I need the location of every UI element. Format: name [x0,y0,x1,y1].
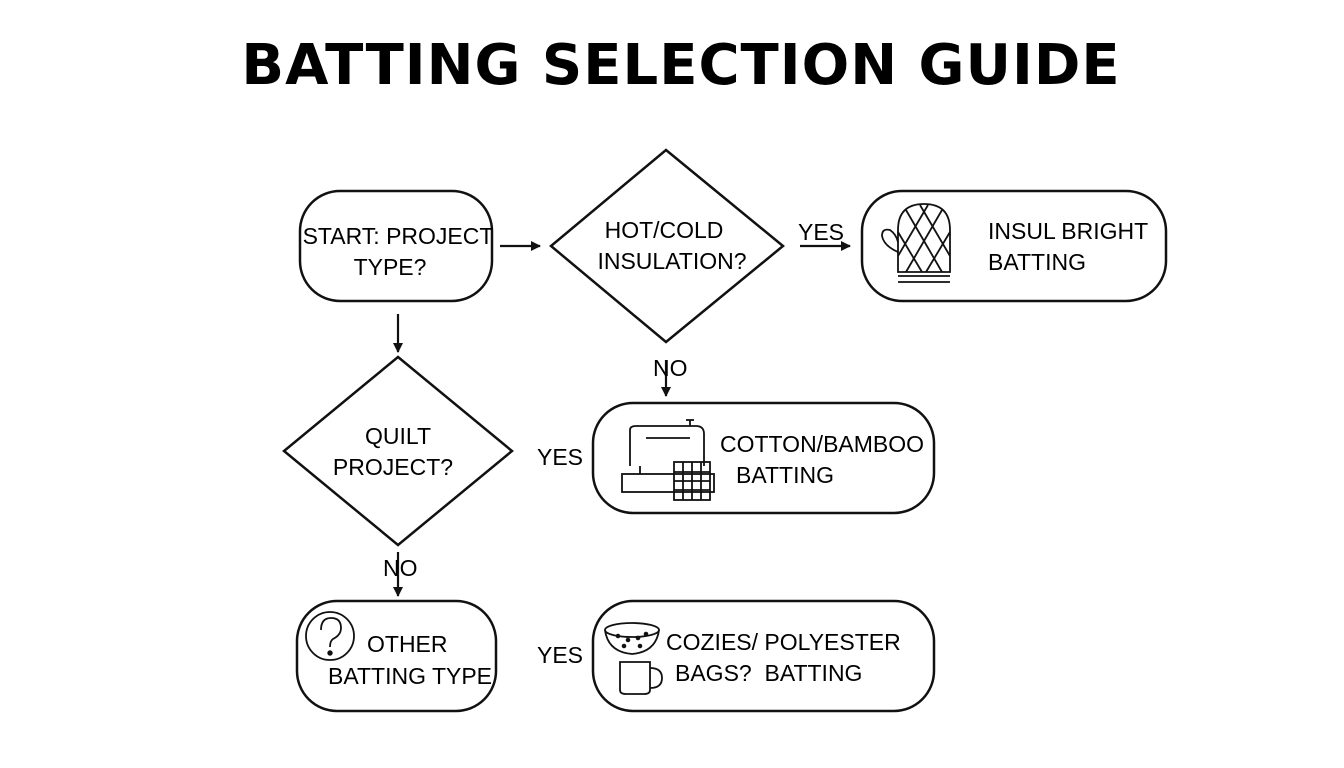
bowl-and-mug-icon [604,622,663,695]
node-other-batting: OTHER BATTING TYPE [295,599,498,713]
node-insul-bright-line2: BATTING [988,249,1086,275]
edge-label-other-yes: YES [537,642,583,668]
node-insulation-line2: INSULATION? [597,248,746,274]
node-cozies-line1: COZIES/ POLYESTER [666,629,901,655]
node-cozies-line2: BAGS? BATTING [675,660,862,686]
question-mark-icon [305,611,355,661]
edge-label-insulation-yes: YES [798,219,844,245]
node-insul-bright-line1: INSUL BRIGHT [988,218,1148,244]
sewing-machine-icon [621,419,715,501]
edge-label-insulation-no: NO [653,355,688,381]
node-quilt-line2: PROJECT? [333,454,453,480]
node-cotton-bamboo: COTTON/BAMBOO BATTING [591,401,936,515]
node-quilt-decision: QUILT PROJECT? [282,355,514,547]
node-insulation-line1: HOT/COLD [605,217,724,243]
node-other-line2: BATTING TYPE [328,663,492,689]
edge-label-quilt-no: NO [383,555,418,581]
node-start-line2: TYPE? [354,254,427,280]
node-insul-bright: INSUL BRIGHT BATTING [860,189,1168,303]
node-cotton-line1: COTTON/BAMBOO [720,431,924,457]
node-quilt-line1: QUILT [365,423,431,449]
node-start: START: PROJECT TYPE? [298,189,494,303]
edge-label-quilt-yes: YES [537,444,583,470]
page-title: BATTING SELECTION GUIDE [241,33,1120,98]
oven-mitt-icon [881,203,951,283]
node-start-line1: START: PROJECT [303,223,494,249]
node-cozies-polyester: COZIES/ POLYESTER BAGS? BATTING [591,599,936,713]
node-other-line1: OTHER [367,631,448,657]
node-cotton-line2: BATTING [736,462,834,488]
node-insulation-decision: HOT/COLD INSULATION? [549,148,785,344]
